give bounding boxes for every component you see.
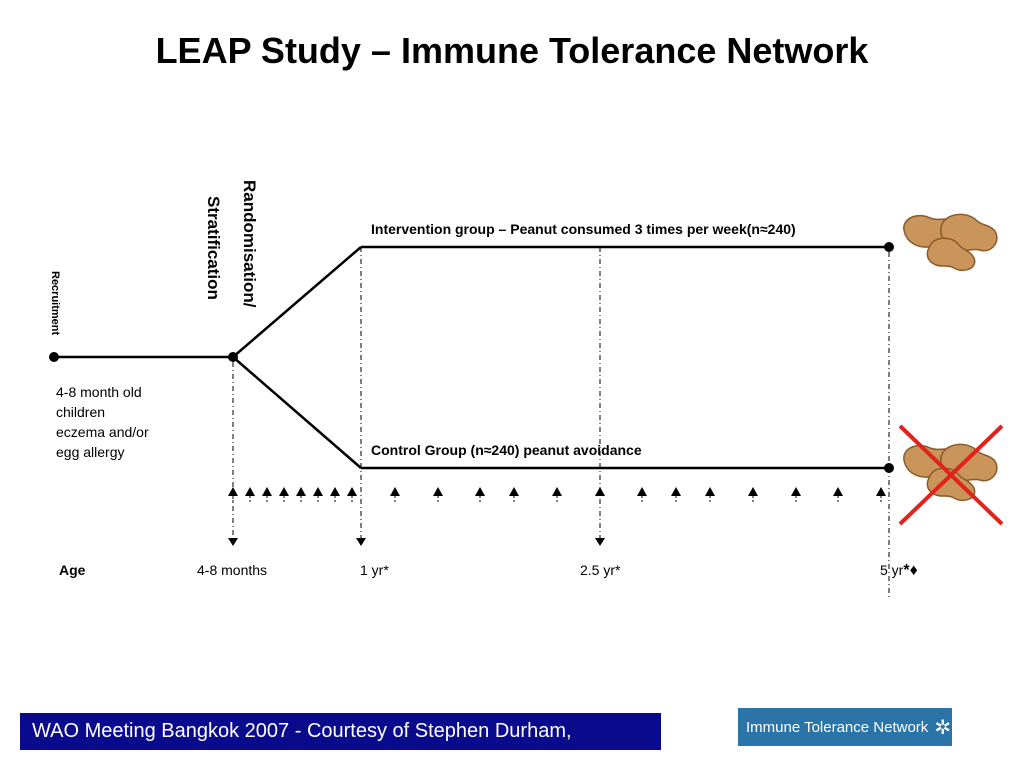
year25-down-arrow (595, 538, 605, 546)
population-line: eczema and/or (56, 424, 149, 440)
population-line: 4-8 month old (56, 384, 142, 400)
visit-marker (671, 487, 681, 504)
visit-marker (228, 487, 238, 504)
year1-down-arrow (356, 538, 366, 546)
visit-markers (228, 487, 886, 504)
visit-marker (390, 487, 400, 504)
intervention-group-label: Intervention group – Peanut consumed 3 t… (371, 221, 796, 237)
peanut-icon (903, 213, 998, 272)
population-line: egg allergy (56, 444, 125, 460)
visit-marker (595, 487, 605, 496)
intervention-branch (232, 246, 362, 358)
visit-marker (833, 487, 843, 504)
population-line: children (56, 404, 106, 420)
randomisation-label-line2: Stratification (204, 196, 223, 300)
control-group-label: Control Group (n≈240) peanut avoidance (371, 442, 642, 458)
visit-marker (245, 487, 255, 504)
visit-marker (330, 487, 340, 504)
visit-marker (433, 487, 443, 504)
itn-logo: Immune Tolerance Network ✲ (738, 708, 952, 746)
avoidance-cross-icon (898, 424, 1004, 526)
visit-marker (262, 487, 272, 504)
person-icon: ✲ (934, 716, 952, 739)
visit-marker (876, 487, 886, 504)
visit-marker (552, 487, 562, 504)
visit-marker (347, 487, 357, 504)
visit-marker (791, 487, 801, 504)
age-point-randomisation: 4-8 months (197, 562, 268, 578)
visit-marker (279, 487, 289, 504)
control-branch (232, 356, 362, 469)
age-point-year5-marks: *♦ (903, 562, 918, 579)
age-heading: Age (59, 562, 86, 578)
age-point-year1: 1 yr* (360, 562, 389, 578)
visit-marker (705, 487, 715, 504)
population-description: 4-8 month old children eczema and/or egg… (56, 382, 149, 462)
visit-marker (313, 487, 323, 504)
visit-marker (509, 487, 519, 504)
visit-marker (637, 487, 647, 504)
randomisation-down-arrow (228, 538, 238, 546)
recruitment-node (49, 352, 59, 362)
footer-credit: WAO Meeting Bangkok 2007 - Courtesy of S… (20, 713, 661, 750)
itn-logo-text: Immune Tolerance Network (746, 718, 929, 736)
recruitment-label: Recruitment (49, 271, 61, 336)
randomisation-label-line1: Randomisation/ (240, 180, 259, 308)
visit-marker (475, 487, 485, 504)
slide-title: LEAP Study – Immune Tolerance Network (155, 30, 869, 71)
age-point-year25: 2.5 yr* (580, 562, 621, 578)
intervention-end-node (884, 242, 894, 252)
visit-marker (296, 487, 306, 504)
age-point-year5-text: 5 yr (880, 562, 904, 578)
visit-marker (748, 487, 758, 504)
age-point-year5: 5 yr*♦ (880, 562, 918, 580)
